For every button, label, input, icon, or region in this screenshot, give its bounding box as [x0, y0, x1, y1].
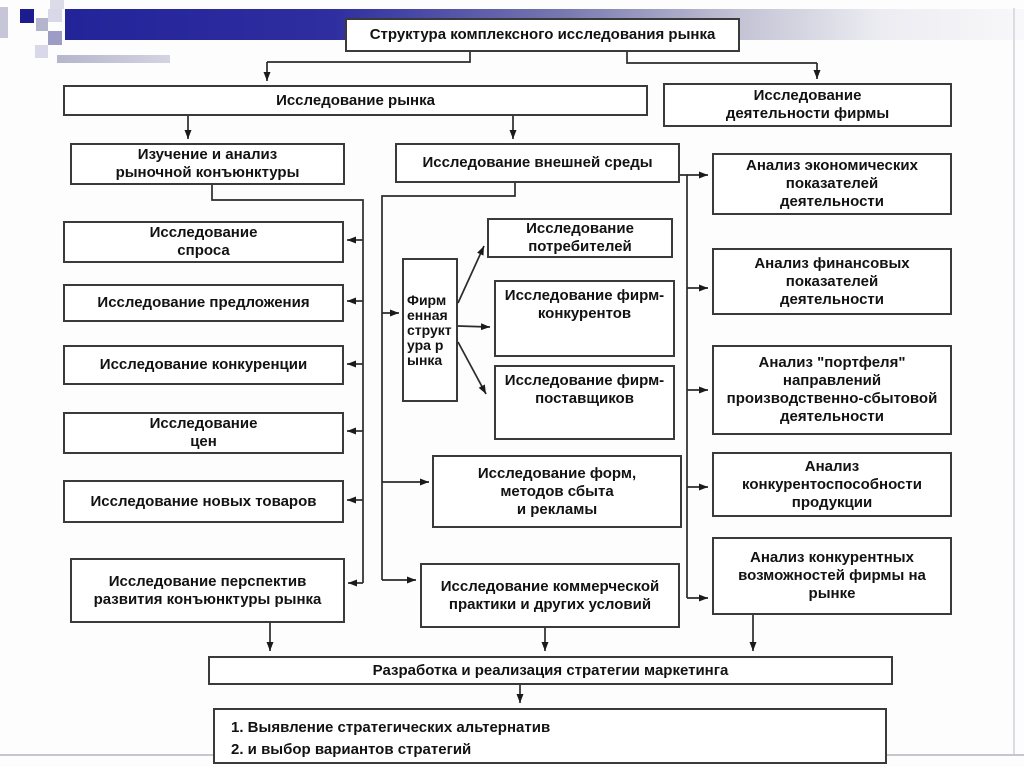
decoration-square [48, 9, 62, 22]
node-strategy: Разработка и реализация стратегии маркет… [208, 656, 893, 685]
node-consumers: Исследование потребителей [487, 218, 673, 258]
node-competition: Исследование конкуренции [63, 345, 344, 385]
decoration-left-strip [0, 7, 8, 38]
node-market-research: Исследование рынка [63, 85, 648, 116]
node-product-competitiveness: Анализ конкурентоспособности продукции [712, 452, 952, 517]
decoration-square [35, 45, 48, 58]
decoration-square [36, 18, 48, 31]
slide-right-edge [1013, 8, 1015, 754]
node-firm-competitive: Анализ конкурентных возможностей фирмы н… [712, 537, 952, 615]
decoration-square [48, 31, 62, 45]
node-prices: Исследование цен [63, 412, 344, 454]
node-demand: Исследование спроса [63, 221, 344, 263]
node-supply: Исследование предложения [63, 284, 344, 322]
decoration-square [50, 0, 64, 9]
node-new-products: Исследование новых товаров [63, 480, 344, 523]
node-financial-indicators: Анализ финансовых показателей деятельнос… [712, 248, 952, 315]
node-sales-forms: Исследование форм, методов сбыта и рекла… [432, 455, 682, 528]
node-supplier-firms: Исследование фирм- поставщиков [494, 365, 675, 440]
decoration-navy-square [20, 9, 34, 23]
node-title: Структура комплексного исследования рынк… [345, 18, 740, 52]
decoration-square-row [57, 55, 170, 63]
node-prospects: Исследование перспектив развития конъюнк… [70, 558, 345, 623]
node-firm-activity: Исследование деятельности фирмы [663, 83, 952, 127]
node-competitor-firms: Исследование фирм- конкурентов [494, 280, 675, 357]
alternatives-line-2: 2. и выбор вариантов стратегий [231, 741, 472, 758]
node-conjuncture: Изучение и анализ рыночной конъюнктуры [70, 143, 345, 185]
node-environment: Исследование внешней среды [395, 143, 680, 183]
alternatives-line-1: 1. Выявление стратегических альтернатив [231, 719, 551, 736]
node-firm-structure: Фирменная структура рынка [402, 258, 458, 402]
node-economic-indicators: Анализ экономических показателей деятель… [712, 153, 952, 215]
node-alternatives: 1. Выявление стратегических альтернатив … [213, 708, 887, 764]
node-commercial-practice: Исследование коммерческой практики и дру… [420, 563, 680, 628]
node-portfolio: Анализ "портфеля" направлений производст… [712, 345, 952, 435]
